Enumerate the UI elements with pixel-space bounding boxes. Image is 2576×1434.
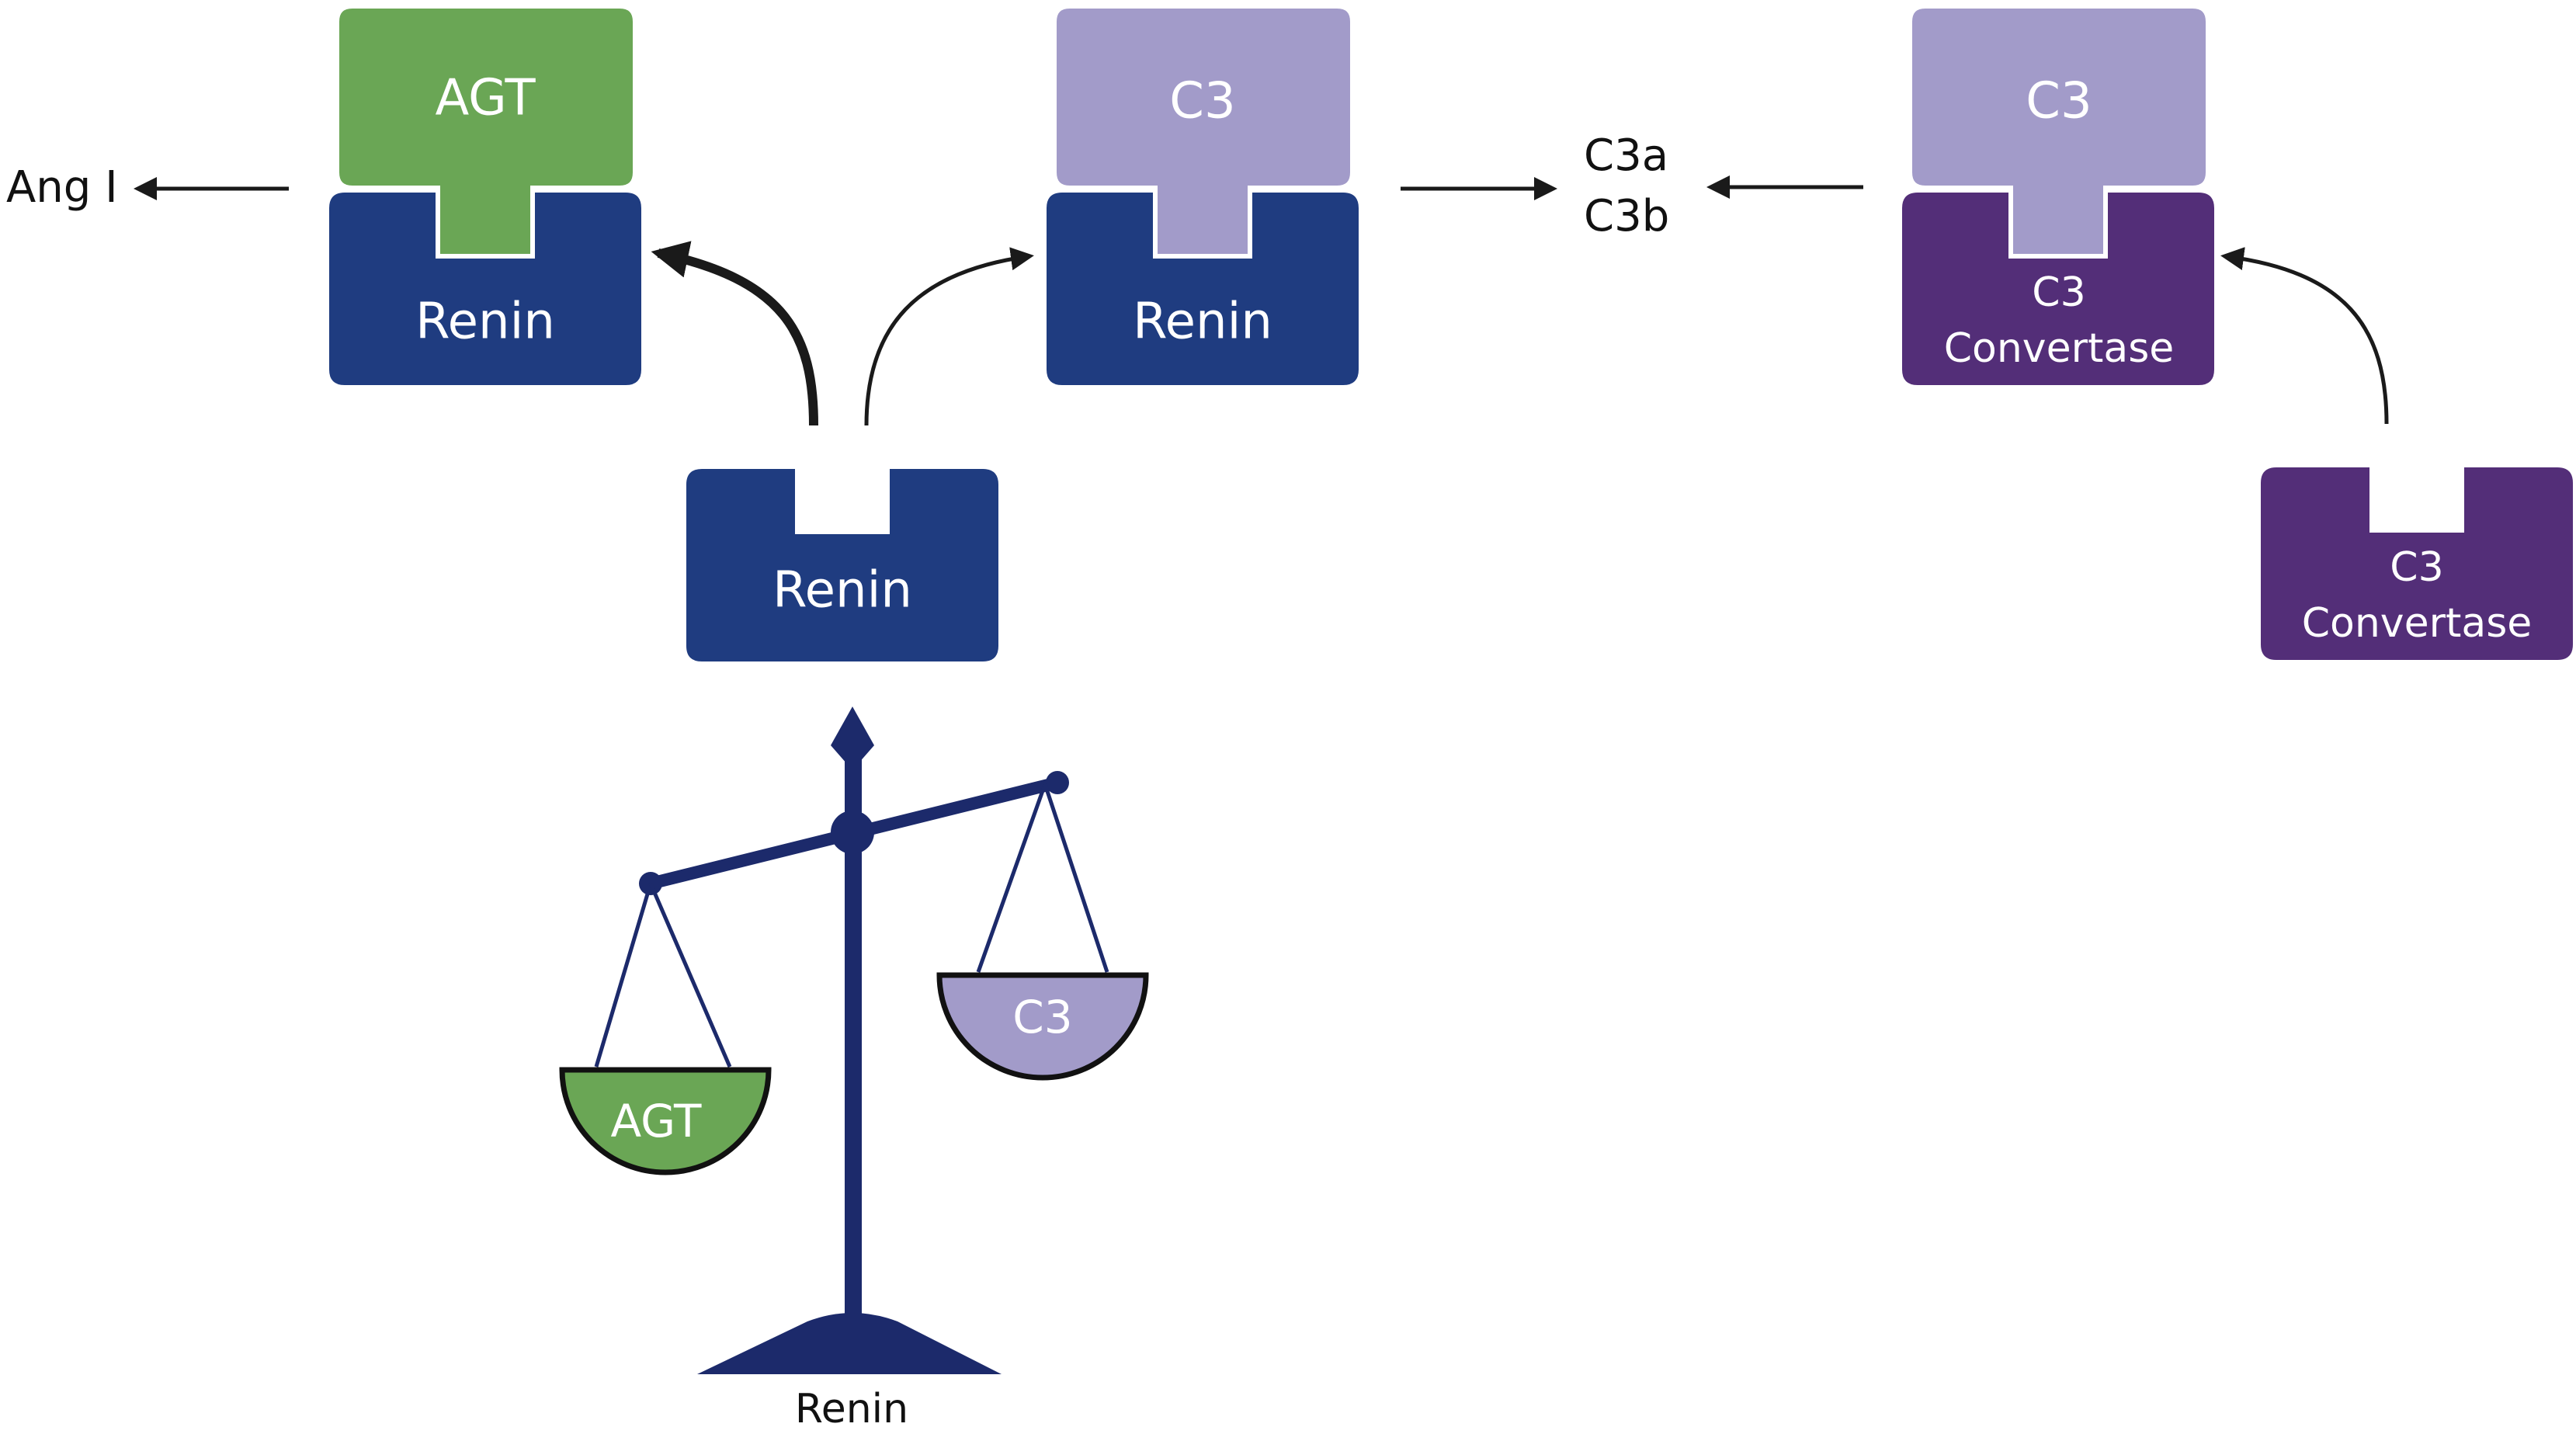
free-renin-block (686, 469, 998, 661)
renin-enzyme-label: Renin (1133, 293, 1272, 351)
renin-enzyme-block (1047, 193, 1359, 385)
ang-i-product-label: Ang I (6, 162, 118, 213)
left-pan-string (594, 883, 653, 1068)
left-pan-string (648, 883, 732, 1068)
c3-substrate-block (1908, 4, 2210, 259)
free-convertase-label-line2: Convertase (2302, 600, 2533, 647)
right-pan-string (976, 783, 1047, 973)
free-convertase-enzyme: C3 Convertase (2261, 467, 2573, 660)
scale-finial (831, 707, 874, 770)
c3a-product-label: C3a (1584, 130, 1668, 181)
c3-substrate-label: C3 (1169, 73, 1235, 130)
c3b-product-label: C3b (1584, 191, 1669, 241)
renin-to-c3-arrow (864, 247, 1034, 426)
c3-convertase-complex: C3 C3 Convertase (1902, 4, 2214, 385)
renin-to-agt-arrow (651, 241, 818, 426)
scale-right-knob (1046, 771, 1069, 794)
balance-scale: AGT C3 Renin (559, 707, 1149, 1432)
renin-enzyme-label: Renin (415, 293, 555, 351)
convertase-label-line1: C3 (2032, 269, 2085, 316)
c3-pan-label: C3 (1012, 991, 1072, 1043)
convertase-enzyme-block (1902, 193, 2214, 385)
convertase-to-c3-arrow (2220, 247, 2389, 425)
free-convertase-label-line1: C3 (2390, 544, 2443, 591)
scale-base-label: Renin (795, 1386, 908, 1432)
scale-pivot (831, 811, 874, 854)
c3-pan (936, 972, 1149, 1081)
scale-pole (845, 745, 862, 1318)
right-pan-string (1043, 783, 1109, 973)
c3-substrate-label: C3 (2026, 73, 2092, 130)
free-convertase-block (2261, 467, 2573, 660)
agt-renin-complex: AGT Renin (329, 4, 641, 385)
c3-renin-complex: C3 Renin (1047, 4, 1359, 385)
c3-substrate-block (1052, 4, 1355, 259)
renin-enzyme-block (329, 193, 641, 385)
agt-pan-label: AGT (611, 1095, 703, 1148)
agt-substrate-label: AGT (435, 70, 536, 127)
free-renin-enzyme: Renin (686, 469, 998, 661)
convertase-label-line2: Convertase (1944, 325, 2175, 372)
free-renin-label: Renin (772, 562, 912, 620)
scale-base (697, 1313, 1002, 1374)
agt-pan (559, 1067, 772, 1175)
agt-substrate-block (335, 4, 637, 259)
